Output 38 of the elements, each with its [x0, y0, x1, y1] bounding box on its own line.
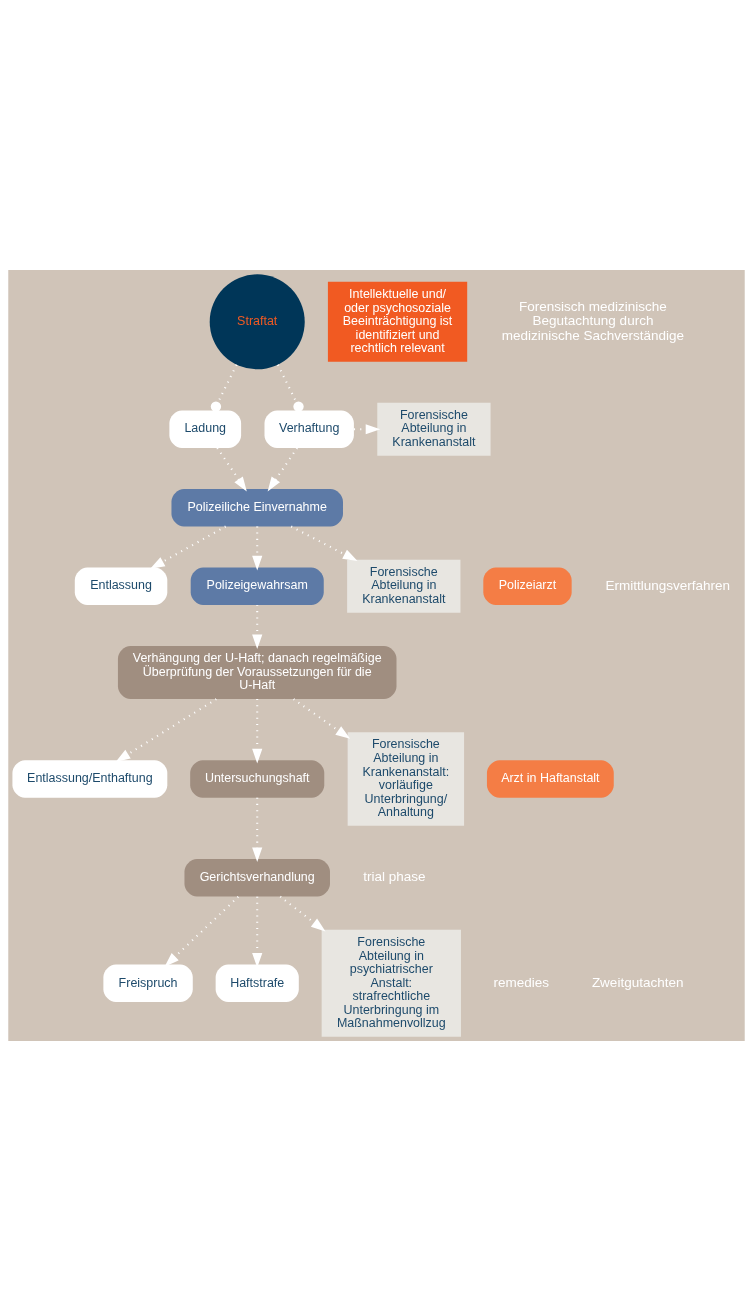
node-box: Entlassung/Enthaftung: [12, 760, 168, 798]
node-circle: Straftat: [209, 274, 305, 370]
connector: [276, 364, 304, 412]
node-box: Haftstrafe: [215, 964, 299, 1002]
arrow: [252, 896, 263, 968]
label: remedies: [493, 974, 550, 990]
arrow: [216, 447, 247, 492]
arrow: [267, 447, 298, 492]
arrow: [252, 797, 263, 862]
node-box: Polizeiarzt: [483, 567, 572, 605]
node-box: Arzt in Haftanstalt: [486, 760, 614, 798]
arrow: [279, 895, 326, 932]
node-box: Untersuchungshaft: [190, 760, 325, 798]
arrow: [290, 525, 358, 562]
node-box: Polizeigewahrsam: [190, 567, 324, 605]
arrow: [164, 896, 239, 967]
arrow: [252, 699, 263, 764]
node-box: Verhängung der U-Haft; danach regelmäßige Überprüfung der Voraussetzungen für die U-Haft: [117, 646, 397, 699]
label: Ermittlungsverfahren: [605, 577, 731, 593]
node-box: Ladung: [169, 410, 242, 448]
arrow: [252, 605, 263, 650]
node-box: Forensische Abteilung in Krankenanstalt: [377, 402, 491, 456]
label: Zweitgutachten: [591, 974, 684, 990]
node-box: Intellektuelle und/ oder psychosoziale Beeinträchtigung ist identifiziert und rechtlich relevant: [327, 281, 468, 362]
arrow: [115, 698, 217, 762]
node-box: Freispruch: [103, 964, 193, 1002]
node-box: Forensische Abteilung in Krankenanstalt: [347, 559, 461, 613]
node-box: Verhaftung: [264, 410, 354, 448]
arrow: [150, 525, 227, 569]
arrow: [293, 698, 351, 739]
node-box: Entlassung: [74, 567, 168, 605]
node-box: Forensische Abteilung in Krankenanstalt: vorläufige Unterbringung/ Anhaltung: [347, 732, 465, 826]
connector: [210, 364, 238, 412]
label: trial phase: [363, 869, 426, 885]
node-box: Gerichtsverhandlung: [184, 859, 330, 897]
label: Forensisch medizinische Begutachtung durch medizinische Sachverständige: [501, 298, 685, 343]
node-box: Forensische Abteilung in psychiatrischer Anstalt: strafrechtliche Unterbringung im Maßnahmenvollzug: [321, 929, 461, 1037]
node-box: Polizeiliche Einvernahme: [171, 489, 343, 527]
